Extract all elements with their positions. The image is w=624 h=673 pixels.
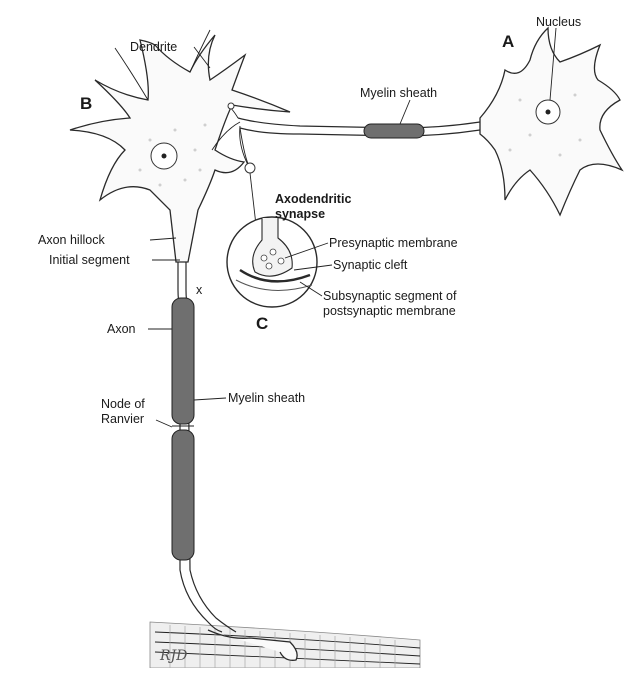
label-panel-c: C: [256, 314, 268, 333]
muscle-fiber: [150, 622, 420, 668]
label-x-marker: x: [196, 283, 203, 297]
label-synaptic-cleft: Synaptic cleft: [333, 258, 408, 272]
label-node-of: Node of: [101, 397, 145, 411]
label-dendrite: Dendrite: [130, 40, 177, 54]
label-presynaptic-membrane: Presynaptic membrane: [329, 236, 458, 250]
label-axon-hillock: Axon hillock: [38, 233, 105, 247]
label-nucleus: Nucleus: [536, 15, 581, 29]
neuron-a-body: [480, 28, 622, 215]
label-initial-segment: Initial segment: [49, 253, 130, 267]
label-subsynaptic-2: postsynaptic membrane: [323, 304, 456, 318]
myelin-segment-2: [172, 430, 194, 560]
label-axodendritic: Axodendritic: [275, 192, 351, 206]
myelin-segment-top: [364, 124, 424, 138]
label-axon: Axon: [107, 322, 136, 336]
artist-signature: RJD: [159, 648, 187, 664]
label-myelin-sheath-top: Myelin sheath: [360, 86, 437, 100]
axon: [172, 262, 236, 632]
label-neuron-b: B: [80, 94, 92, 113]
label-ranvier: Ranvier: [101, 412, 144, 426]
label-neuron-a: A: [502, 32, 514, 51]
label-myelin-sheath-axon: Myelin sheath: [228, 391, 305, 405]
axon-a-to-b: [212, 103, 480, 173]
label-subsynaptic-1: Subsynaptic segment of: [323, 289, 457, 303]
label-synapse: synapse: [275, 207, 325, 221]
myelin-segment-1: [172, 298, 194, 424]
